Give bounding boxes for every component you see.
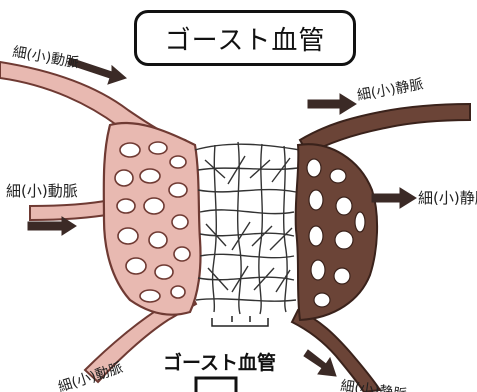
bottom-indicator-box bbox=[196, 378, 236, 392]
label-venule-mid-right: 細(小)静脈 bbox=[418, 189, 477, 207]
label-venule-top-right: 細(小)静脈 bbox=[356, 77, 425, 104]
ghost-capillaries bbox=[195, 142, 300, 314]
arrow-top-right bbox=[308, 94, 356, 114]
venous-network bbox=[292, 104, 470, 392]
arrow-mid-right bbox=[372, 188, 416, 208]
arteriole-mid-vessel bbox=[30, 200, 112, 220]
arrow-bottom-right bbox=[304, 350, 336, 376]
ghost-vessel-label: ゴースト血管 bbox=[163, 348, 276, 375]
label-arteriole-mid-left: 細(小)動脈 bbox=[6, 182, 78, 200]
title-text: ゴースト血管 bbox=[165, 20, 326, 57]
ghost-bracket bbox=[212, 316, 268, 326]
venule-bottom-vessel bbox=[292, 310, 380, 392]
title-box: ゴースト血管 bbox=[134, 10, 356, 66]
